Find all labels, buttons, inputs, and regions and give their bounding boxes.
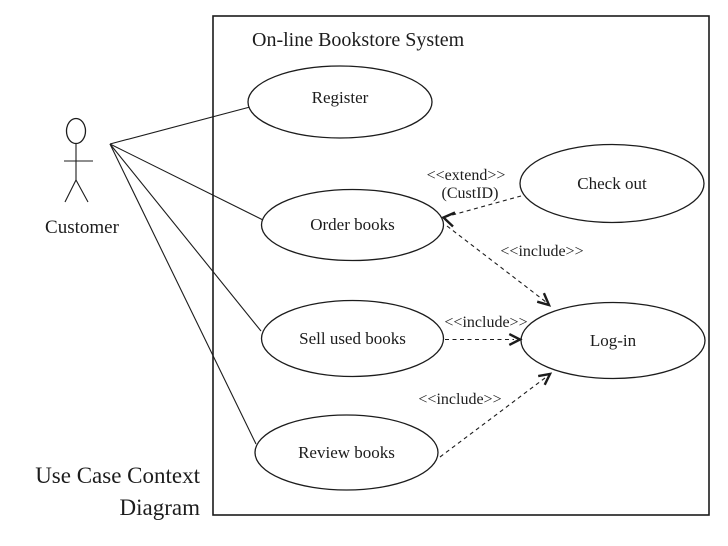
use-case-order-books: Order books: [260, 188, 445, 262]
include-line: [446, 225, 547, 303]
include-sell-login-label: <<include>>: [444, 314, 527, 331]
use-case-log-in: Log-in: [520, 301, 706, 380]
association-customer-sell-used-books: [109, 143, 262, 332]
diagram-caption: Use Case Context Diagram: [35, 463, 200, 520]
use-case-sell-used-books: Sell used books: [260, 299, 445, 378]
use-case-review-books: Review books: [254, 414, 439, 491]
log-in-label: Log-in: [590, 331, 637, 350]
sell-used-books-label: Sell used books: [299, 329, 406, 348]
order-books-ellipse: [260, 188, 445, 262]
extend-arrowhead-icon: [441, 211, 456, 228]
include-review-login-label: <<include>>: [418, 391, 501, 408]
actor-head: [65, 117, 87, 145]
register-label: Register: [312, 88, 369, 107]
check-out-ellipse: [519, 143, 705, 224]
association-customer-order-books: [109, 143, 264, 221]
extend-line: [444, 195, 522, 218]
register-ellipse: [247, 65, 433, 139]
actor-leg-left: [64, 179, 77, 203]
caption-line-1: Use Case Context: [35, 463, 200, 488]
review-books-ellipse: [254, 414, 439, 491]
sell-used-books-ellipse: [260, 299, 445, 378]
use-case-register: Register: [247, 65, 433, 139]
include-review-books-to-log-in: <<include>>: [418, 372, 553, 458]
actor-leg-right: [75, 179, 89, 203]
actor-label: Customer: [45, 217, 120, 238]
use-case-check-out: Check out: [519, 143, 705, 224]
extend-condition-label: (CustID): [442, 185, 499, 202]
include-order-login-label: <<include>>: [500, 243, 583, 260]
review-books-label: Review books: [298, 443, 395, 462]
include-line: [439, 377, 546, 458]
actor-customer: Customer: [45, 117, 120, 238]
extend-check-out-to-order-books: <<extend>> (CustID): [427, 167, 522, 228]
extend-stereotype-label: <<extend>>: [427, 167, 506, 184]
system-title: On-line Bookstore System: [252, 29, 465, 51]
include-sell-used-books-to-log-in: <<include>>: [444, 314, 528, 346]
log-in-ellipse: [520, 301, 706, 380]
association-customer-register: [109, 106, 251, 145]
include-arrowhead-icon: [508, 333, 523, 346]
order-books-label: Order books: [310, 215, 395, 234]
include-arrowhead-icon: [536, 292, 552, 307]
system-boundary-box: [212, 15, 710, 516]
include-arrowhead-icon: [537, 372, 553, 386]
caption-line-2: Diagram: [120, 495, 201, 520]
association-customer-review-books: [109, 143, 257, 445]
include-order-books-to-log-in: <<include>>: [446, 225, 584, 307]
associations: [109, 106, 264, 445]
check-out-label: Check out: [577, 174, 647, 193]
